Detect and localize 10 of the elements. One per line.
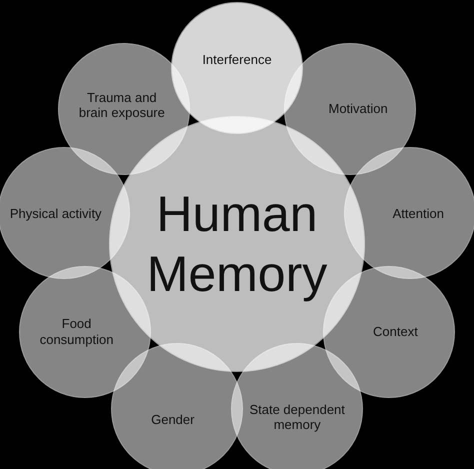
factor-label: Interference xyxy=(202,52,272,68)
factor-label: Trauma and brain exposure xyxy=(78,90,166,121)
factor-label: Motivation xyxy=(328,101,388,117)
factor-label: Attention xyxy=(392,206,444,222)
factor-label: Food consumption xyxy=(38,316,114,348)
factor-label: Physical activity xyxy=(10,206,102,222)
title-text: Human Memory xyxy=(146,185,328,304)
factor-label: State dependent memory xyxy=(248,402,346,433)
factor-label: Context xyxy=(373,324,418,340)
factor-label: Gender xyxy=(151,412,194,428)
